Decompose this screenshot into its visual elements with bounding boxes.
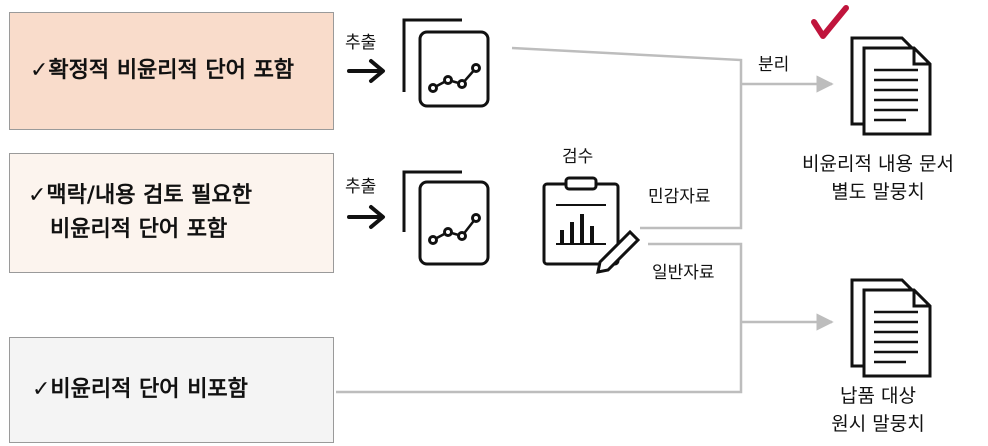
delivery-corpus-line1: 납품 대상 [840,385,916,407]
general-data-label: 일반자료 [652,263,715,283]
extract-label-top: 추출 [345,33,377,53]
chart-document-icon-mid [402,170,490,266]
extract-arrow-mid [347,205,385,229]
top-to-merge-connector [511,46,743,230]
extract-label-mid: 추출 [345,177,377,197]
unethical-corpus-line1: 비윤리적 내용 문서 [802,153,954,175]
unethical-corpus-line2: 별도 말뭉치 [831,181,925,203]
document-icon-delivery [850,278,932,378]
chart-document-icon-top [402,18,490,108]
clipboard-review-icon [542,176,641,274]
context-review-box: ✓맥락/내용 검토 필요한 비윤리적 단어 포함 [9,153,334,273]
connector-lines [336,46,834,394]
delivery-corpus-line2: 원시 말뭉치 [831,413,925,435]
general-connector [336,242,743,394]
definite-unethical-box: ✓확정적 비윤리적 단어 포함 [9,12,334,130]
extract-arrow-top [347,59,385,83]
context-review-label-line2: 비윤리적 단어 포함 [50,217,228,242]
sensitive-data-label: 민감자료 [648,187,711,207]
delivery-corpus-label: 납품 대상 원시 말뭉치 [808,382,948,438]
check-mark-icon [811,5,849,39]
separate-label: 분리 [758,55,790,75]
no-unethical-box: ✓비윤리적 단어 비포함 [9,337,334,443]
no-unethical-label: ✓비윤리적 단어 비포함 [32,377,248,402]
unethical-corpus-label: 비윤리적 내용 문서 별도 말뭉치 [788,150,968,206]
definite-unethical-label: ✓확정적 비윤리적 단어 포함 [30,58,295,83]
review-label: 검수 [562,147,594,167]
context-review-label-line1: ✓맥락/내용 검토 필요한 [28,183,252,208]
document-icon-unethical [850,36,932,136]
